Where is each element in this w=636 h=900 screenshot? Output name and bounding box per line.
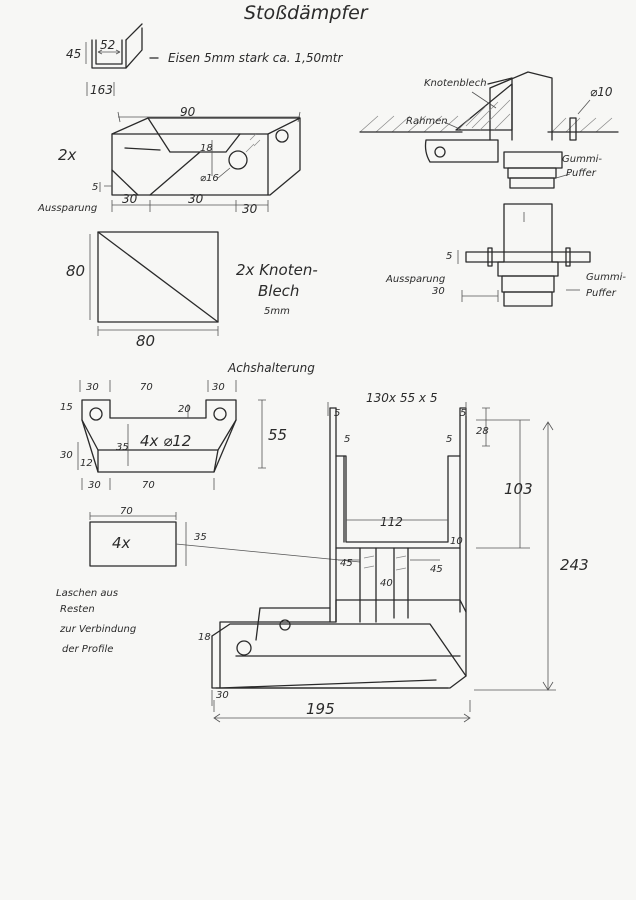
assembly-aussparung: Aussparung	[385, 274, 445, 285]
knotenblech-label-2: Blech	[258, 282, 299, 300]
knotenblech-drawing	[89, 231, 219, 336]
profile-dim-243: 243	[560, 556, 589, 574]
achs-dim-20: 20	[178, 404, 191, 415]
assembly-top-drawing	[359, 71, 619, 189]
dim-45: 45	[66, 47, 81, 61]
dim-30-mid: 30	[188, 192, 204, 206]
profile-dim-30: 30	[216, 690, 229, 701]
profile-dim-5d: 5	[446, 434, 452, 445]
dim-30-left: 30	[122, 192, 138, 206]
knotenblech-dim-bottom: 80	[136, 332, 155, 350]
bracket-drawing	[99, 111, 301, 212]
achs-dim-30b: 30	[212, 382, 225, 393]
assembly-dim-30: 30	[432, 286, 445, 297]
profile-section-sketch	[85, 23, 143, 96]
profile-dim-103: 103	[504, 480, 533, 498]
profile-spec: 130x 55 x 5	[366, 391, 437, 405]
profile-dim-195: 195	[306, 700, 335, 718]
achs-dim-15: 15	[60, 402, 73, 413]
dim-18: 18	[200, 143, 213, 154]
profile-dim-5c: 5	[344, 434, 350, 445]
lasche-count: 4x	[112, 534, 131, 552]
label-gummi-1: Gummi-	[562, 154, 602, 165]
profile-dim-45b: 45	[430, 564, 443, 575]
material-note: Eisen 5mm stark ca. 1,50mtr	[168, 51, 344, 65]
label-rahmen: Rahmen	[406, 116, 448, 127]
knotenblech-dim-side: 80	[66, 262, 85, 280]
profile-dim-5a: 5	[334, 408, 340, 419]
dim-90: 90	[180, 105, 196, 119]
achs-dim-35: 35	[116, 442, 129, 453]
achs-holes: 4x ⌀12	[140, 432, 191, 450]
profile-dim-10: 10	[450, 536, 463, 547]
profile-dim-5b: 5	[460, 408, 466, 419]
profile-dim-45a: 45	[340, 558, 353, 569]
profile-drawing	[211, 402, 556, 723]
lasche-dim-35: 35	[194, 532, 207, 543]
bracket-count: 2x	[58, 146, 77, 164]
label-knotenblech: Knotenblech	[424, 78, 487, 89]
achs-dim-30d: 30	[88, 480, 101, 491]
profile-dim-112: 112	[380, 515, 403, 529]
lasche-drawing	[89, 512, 361, 567]
knotenblech-label-3: 5mm	[264, 306, 290, 317]
lasche-note-1: Laschen aus	[56, 588, 118, 599]
aussparung-label: Aussparung	[37, 203, 97, 214]
label-gummi-2: Puffer	[566, 168, 597, 179]
lasche-note-2: Resten	[60, 604, 95, 615]
lasche-dim-70: 70	[120, 506, 133, 517]
page-title: Stoßdämpfer	[244, 2, 369, 24]
profile-dim-28: 28	[476, 426, 489, 437]
achshalterung-drawing	[77, 380, 266, 490]
label-phi10: ⌀10	[590, 85, 613, 99]
achs-dim-55: 55	[268, 426, 287, 444]
dim-5: 5	[92, 182, 98, 193]
achs-dim-30c: 30	[60, 450, 73, 461]
achshalterung-title: Achshalterung	[227, 361, 315, 375]
lasche-note-4: der Profile	[62, 644, 113, 655]
dim-phi16: ⌀16	[200, 173, 219, 184]
achs-dim-70a: 70	[140, 382, 153, 393]
achs-dim-30a: 30	[86, 382, 99, 393]
knotenblech-label-1: 2x Knoten-	[236, 261, 318, 279]
profile-dim-18: 18	[198, 632, 211, 643]
dim-163: 163	[90, 83, 113, 97]
assembly-gummi-2: Puffer	[586, 288, 617, 299]
lasche-note-3: zur Verbindung	[59, 624, 136, 635]
dim-30-right: 30	[242, 202, 258, 216]
profile-dim-40: 40	[380, 578, 393, 589]
assembly-bottom-drawing	[457, 203, 591, 307]
achs-dim-12: 12	[80, 458, 93, 469]
assembly-gummi-1: Gummi-	[586, 272, 626, 283]
dim-52: 52	[100, 38, 115, 52]
achs-dim-70b: 70	[142, 480, 155, 491]
assembly-dim-5: 5	[446, 251, 452, 262]
